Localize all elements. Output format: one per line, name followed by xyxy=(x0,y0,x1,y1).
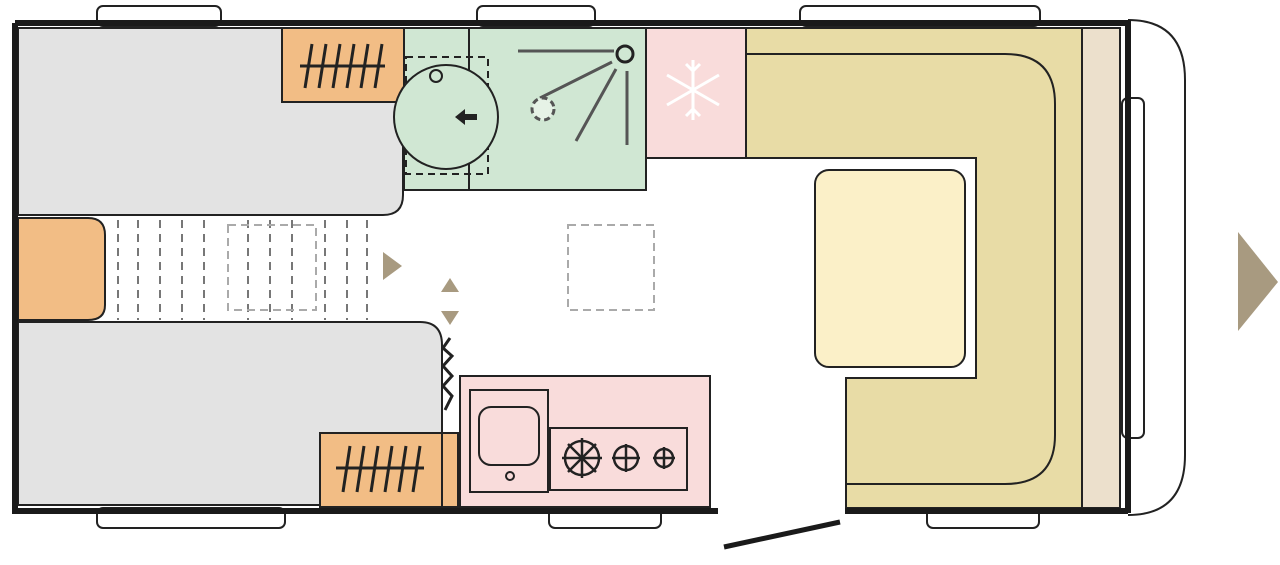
shower-icon xyxy=(518,44,635,145)
sink-icon xyxy=(478,406,540,481)
hob-burner-icon xyxy=(562,438,675,478)
door-icon[interactable] xyxy=(723,519,841,550)
heater-icon xyxy=(440,337,455,411)
fridge xyxy=(645,27,747,159)
rooflight-rear xyxy=(227,224,317,311)
kitchen xyxy=(459,375,711,508)
bed-extension-cushion xyxy=(17,217,106,321)
front-locker xyxy=(1081,27,1121,509)
direction-arrow-icon xyxy=(1238,232,1278,331)
wardrobe-top xyxy=(281,27,405,103)
toilet-icon xyxy=(393,64,499,170)
front-seating xyxy=(745,27,1121,509)
dining-table xyxy=(814,169,966,368)
step-arrows-icon xyxy=(441,278,459,325)
snowflake-icon xyxy=(666,60,720,120)
bed-extension-slats xyxy=(117,220,368,320)
direction-arrow-icon xyxy=(383,252,402,280)
outer-walls xyxy=(12,20,1131,514)
rooflight-centre xyxy=(567,224,655,311)
wardrobe-bottom xyxy=(319,432,459,508)
bathroom xyxy=(393,27,647,191)
